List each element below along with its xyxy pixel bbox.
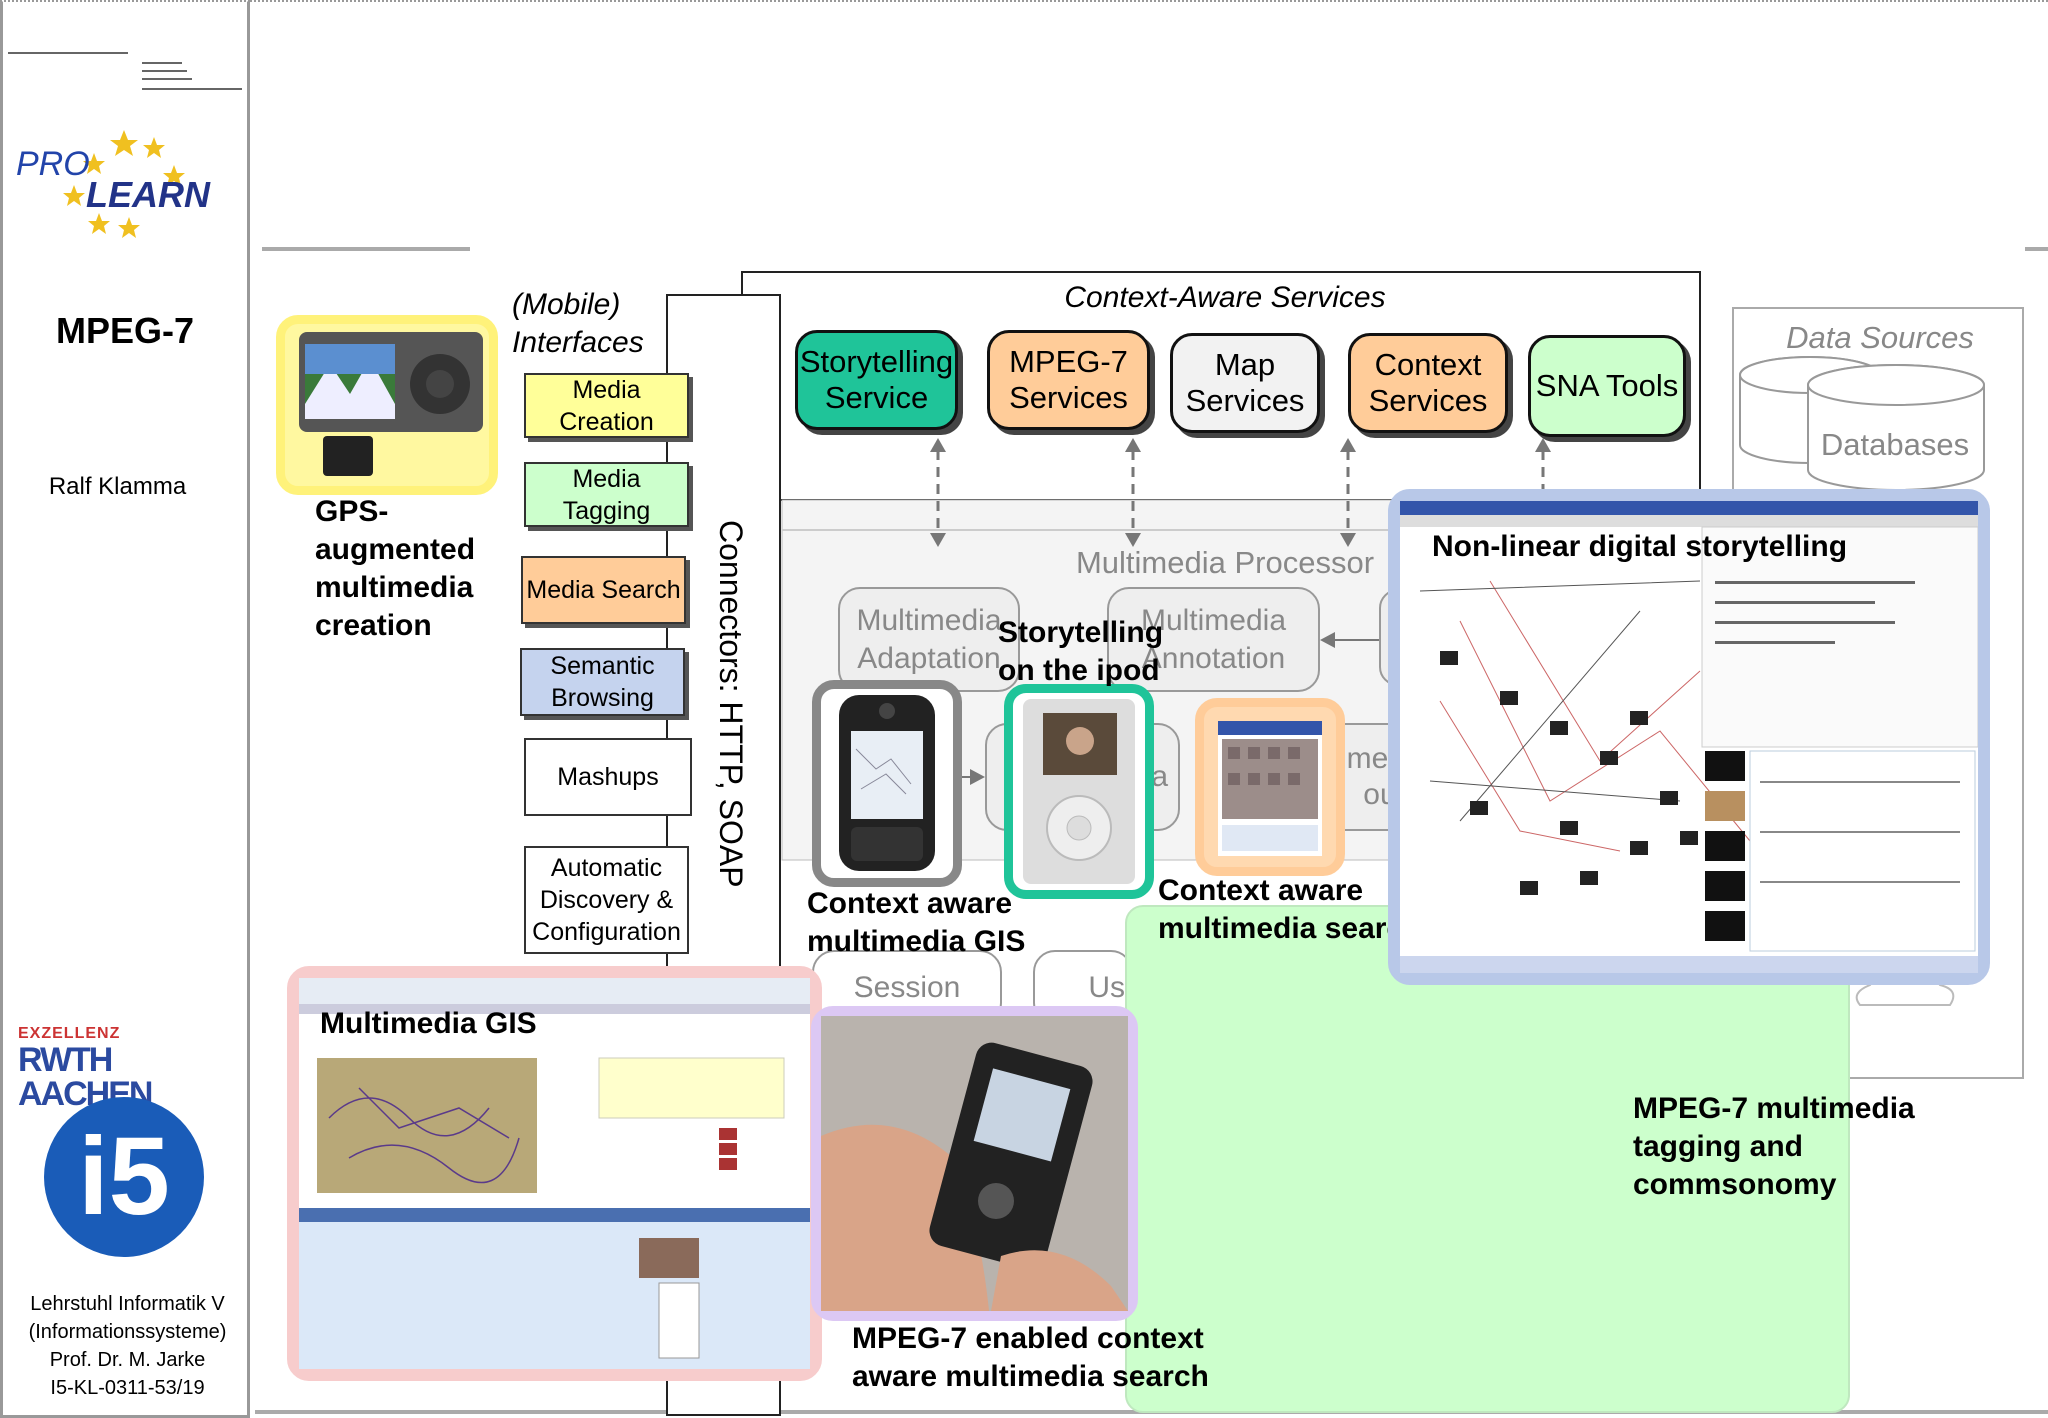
caption-mpeg7-search: MPEG-7 enabled context aware multimedia … xyxy=(852,1320,1209,1396)
header-separator-left xyxy=(262,247,470,251)
caption-line: GPS- xyxy=(315,495,389,528)
processor-title: Multimedia Processor xyxy=(1075,545,1375,580)
interface-media-search: Media Search xyxy=(521,556,686,624)
i5-logo: i5 xyxy=(44,1097,204,1257)
sidebar-footer: Lehrstuhl Informatik V (Informationssyst… xyxy=(15,1290,240,1402)
prolearn-learn-text: LEARN xyxy=(86,174,211,215)
interface-media-tagging: Media Tagging xyxy=(524,462,689,527)
interface-automatic-discovery: Automatic Discovery & Configuration xyxy=(524,846,689,954)
caption-line: MPEG-7 enabled context xyxy=(852,1322,1204,1355)
footer-line: I5-KL-0311-53/19 xyxy=(50,1377,205,1399)
processor-annotation: Multimedia Annotation xyxy=(1107,587,1320,692)
rwth-aachen: RWTH AACHEN xyxy=(18,1041,153,1113)
services-title: Context-Aware Services xyxy=(1064,281,1386,314)
page-title: MPEG-7 xyxy=(55,310,195,351)
interface-mashups: Mashups xyxy=(524,738,692,816)
rwth-logo: EXZELLENZ RWTH AACHEN xyxy=(18,1025,233,1111)
camera-photo xyxy=(276,315,498,495)
service-map: Map Services xyxy=(1170,333,1320,433)
rwth-exzellenz: EXZELLENZ xyxy=(18,1025,121,1042)
multimedia-gis-screenshot xyxy=(287,966,822,1381)
caption-context-search: Context aware multimedia search xyxy=(1158,872,1421,948)
i5-logo-text: i5 xyxy=(78,1115,170,1238)
caption-line: multimedia xyxy=(315,571,474,604)
interfaces-title: (Mobile) Interfaces xyxy=(512,286,644,362)
caption-line: creation xyxy=(315,609,432,642)
tagging-overlay xyxy=(1125,905,1850,1413)
interface-media-creation: Media Creation xyxy=(524,373,689,438)
service-storytelling: Storytelling Service xyxy=(795,330,958,430)
service-context: Context Services xyxy=(1348,333,1508,433)
caption-line: multimedia search xyxy=(1158,912,1422,945)
interface-semantic-browsing: Semantic Browsing xyxy=(520,648,685,716)
databases-label: Databases xyxy=(1820,427,1970,462)
pda-photo xyxy=(812,680,962,887)
author-name: Ralf Klamma xyxy=(48,473,187,500)
footer-line: Lehrstuhl Informatik V xyxy=(30,1293,225,1315)
service-mpeg7: MPEG-7 Services xyxy=(987,330,1150,430)
top-border xyxy=(250,0,2048,2)
caption-gps: GPS- augmented multimedia creation xyxy=(315,493,475,645)
caption-line: Context aware xyxy=(807,887,1013,920)
header-tiny-text-logo xyxy=(4,40,244,100)
caption-storytelling-ipod: Storytelling on the ipod xyxy=(998,614,1163,690)
context-search-photo xyxy=(1195,698,1345,876)
caption-line: Storytelling xyxy=(998,616,1164,649)
prolearn-pro-text: PRO xyxy=(16,145,90,183)
caption-line: Context aware xyxy=(1158,874,1364,907)
caption-nonlinear: Non-linear digital storytelling xyxy=(1432,530,1848,563)
caption-context-gis: Context aware multimedia GIS xyxy=(807,885,1025,961)
interfaces-title-line: (Mobile) xyxy=(512,288,621,321)
caption-line: tagging and xyxy=(1633,1130,1803,1163)
connectors-label: Connectors: HTTP, SOAP xyxy=(713,520,749,888)
header-separator-right xyxy=(2025,247,2048,251)
ipod-photo xyxy=(1004,684,1154,899)
data-sources-title: Data Sources xyxy=(1786,320,1974,355)
caption-multimedia-gis: Multimedia GIS xyxy=(320,1007,537,1040)
caption-line: augmented xyxy=(315,533,476,566)
interfaces-title-line: Interfaces xyxy=(512,326,644,359)
caption-tagging: MPEG-7 multimedia tagging and commsonomy xyxy=(1633,1090,1993,1204)
caption-line: on the ipod xyxy=(998,654,1160,687)
footer-line: Prof. Dr. M. Jarke xyxy=(49,1349,206,1371)
caption-line: multimedia GIS xyxy=(807,925,1026,958)
caption-line: commsonomy xyxy=(1633,1168,1837,1201)
prolearn-logo: PRO LEARN xyxy=(14,125,234,240)
caption-line: aware multimedia search xyxy=(852,1360,1209,1393)
footer-line: (Informationssysteme) xyxy=(28,1321,227,1343)
storytelling-screenshot xyxy=(1388,489,1990,985)
processor-adaptation: Multimedia Adaptation xyxy=(838,587,1020,692)
phone-photo xyxy=(811,1006,1138,1321)
service-sna-tools: SNA Tools xyxy=(1528,335,1686,437)
caption-line: MPEG-7 multimedia xyxy=(1633,1092,1915,1125)
